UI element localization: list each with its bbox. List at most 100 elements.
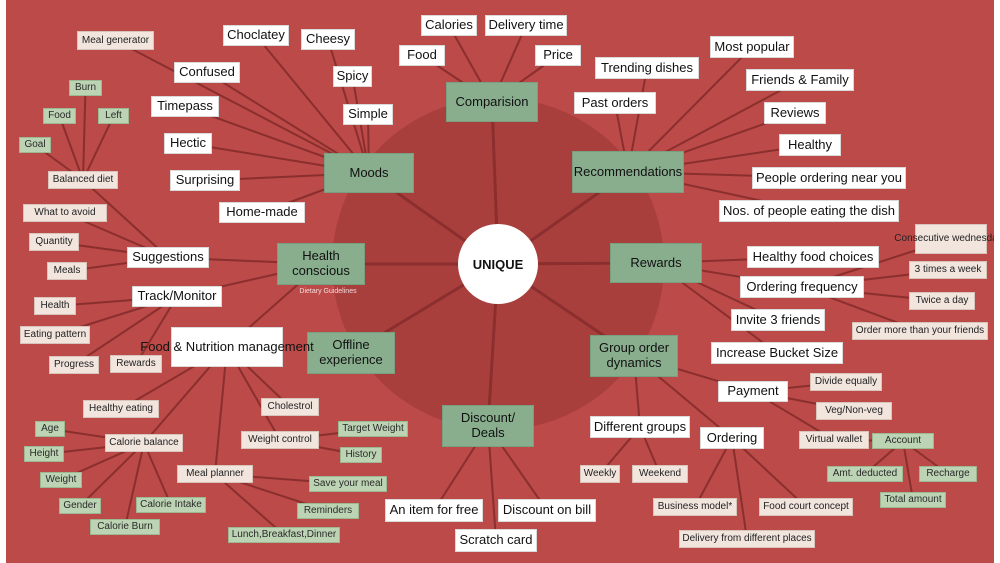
node-virtual-wallet: Virtual wallet xyxy=(799,431,869,449)
node-cholestrol: Cholestrol xyxy=(261,398,319,416)
node-nos-people: Nos. of people eating the dish xyxy=(719,200,899,222)
node-friends-family: Friends & Family xyxy=(746,69,854,91)
node-simple: Simple xyxy=(343,104,393,125)
node-veg-nonveg: Veg/Non-veg xyxy=(816,402,892,420)
node-choclatey: Choclatey xyxy=(223,25,289,46)
node-delivery-places: Delivery from different places xyxy=(679,530,815,548)
node-healthy-eating: Healthy eating xyxy=(83,400,159,418)
connector-ordering-business_model xyxy=(694,437,733,508)
connector-ordering-food_court xyxy=(731,437,807,508)
connector-track_monitor-rewards_t xyxy=(135,295,178,365)
node-height: Height xyxy=(24,446,64,462)
main-node-recommendations: Recommendations xyxy=(572,151,684,193)
node-timepass: Timepass xyxy=(151,96,219,117)
node-reminders: Reminders xyxy=(297,503,359,519)
node-discount-bill: Discount on bill xyxy=(498,499,596,522)
node-item-free: An item for free xyxy=(385,499,483,522)
node-what-to-avoid: What to avoid xyxy=(23,204,107,222)
connector-track_monitor-progress xyxy=(73,295,178,366)
main-node-comparision: Comparision xyxy=(446,82,538,122)
node-ordering-freq: Ordering frequency xyxy=(740,276,864,298)
connector-moods-meal_generator xyxy=(115,39,370,174)
node-suggestions: Suggestions xyxy=(127,247,209,268)
node-price: Price xyxy=(535,45,581,66)
node-invite-friends: Invite 3 friends xyxy=(731,309,825,331)
connector-balanced_diet-food_g xyxy=(58,115,84,181)
main-node-moods: Moods xyxy=(324,153,414,193)
node-goal: Goal xyxy=(19,137,51,153)
node-weight-control: Weight control xyxy=(241,431,319,449)
center-unique: UNIQUE xyxy=(458,224,538,304)
node-rewards-t: Rewards xyxy=(110,355,162,373)
node-calorie-burn: Calorie Burn xyxy=(90,519,160,535)
node-age: Age xyxy=(35,421,65,437)
node-home-made: Home-made xyxy=(219,202,305,223)
node-twice-day: Twice a day xyxy=(909,292,975,310)
node-health-t: Health xyxy=(34,297,76,315)
node-gender: Gender xyxy=(59,498,101,514)
node-meal-generator: Meal generator xyxy=(77,31,154,50)
connector-meal_planner-lunch xyxy=(214,473,285,536)
node-trending: Trending dishes xyxy=(595,57,699,79)
node-progress: Progress xyxy=(49,356,99,374)
node-weekend: Weekend xyxy=(632,465,688,483)
node-reviews: Reviews xyxy=(764,102,826,124)
node-meal-planner: Meal planner xyxy=(177,465,253,483)
node-cheesy: Cheesy xyxy=(301,29,355,50)
connector-moods-choclatey xyxy=(255,34,370,174)
node-calorie-balance: Calorie balance xyxy=(105,434,183,452)
node-save-meal: Save your meal xyxy=(309,476,387,492)
node-quantity: Quantity xyxy=(29,233,79,251)
main-node-rewards: Rewards xyxy=(610,243,702,283)
node-past-orders: Past orders xyxy=(574,92,656,114)
node-ordering: Ordering xyxy=(700,427,764,449)
node-most-popular: Most popular xyxy=(710,36,794,58)
node-calorie-intake: Calorie Intake xyxy=(136,497,206,513)
node-recharge: Recharge xyxy=(919,466,977,482)
node-account: Account xyxy=(872,433,934,449)
node-surprising: Surprising xyxy=(170,170,240,191)
node-target-weight: Target Weight xyxy=(338,421,408,437)
node-hectic: Hectic xyxy=(164,133,212,154)
node-business-model: Business model* xyxy=(653,498,737,516)
connector-balanced_diet-burn xyxy=(82,87,87,181)
node-amt-deducted: Amt. deducted xyxy=(827,466,903,482)
node-food-court: Food court concept xyxy=(759,498,853,516)
connector-calorie_balance-gender xyxy=(79,442,145,507)
main-node-health: Health conscious xyxy=(277,243,365,285)
node-burn: Burn xyxy=(69,80,102,96)
node-calories: Calories xyxy=(421,15,477,36)
node-scratch-card: Scratch card xyxy=(455,529,537,552)
node-food-cmp: Food xyxy=(399,45,445,66)
node-confused: Confused xyxy=(174,62,240,83)
node-three-week: 3 times a week xyxy=(909,261,987,279)
node-divide-equally: Divide equally xyxy=(810,373,882,391)
node-meals: Meals xyxy=(47,262,87,280)
connector-calorie_balance-calorie_burn xyxy=(124,442,145,528)
node-history: History xyxy=(340,447,382,463)
node-bucket-size: Increase Bucket Size xyxy=(711,342,843,364)
node-people-near: People ordering near you xyxy=(752,167,906,189)
connector-account-total_amount xyxy=(902,440,914,501)
node-food-nutrition: Food & Nutrition management xyxy=(140,327,314,367)
dietary-guidelines-note: Dietary Guidelines xyxy=(299,288,357,295)
connector-calorie_balance-calorie_intake xyxy=(143,442,172,506)
node-healthy-choices: Healthy food choices xyxy=(747,246,879,268)
node-different-groups: Different groups xyxy=(590,416,690,438)
node-total-amount: Total amount xyxy=(880,492,946,508)
node-lunch: Lunch,Breakfast,Dinner xyxy=(228,527,340,543)
node-left: Left xyxy=(98,108,129,124)
connector-balanced_diet-left xyxy=(82,115,115,181)
node-healthy: Healthy xyxy=(779,134,841,156)
node-food-g: Food xyxy=(43,108,76,124)
node-spicy: Spicy xyxy=(333,66,372,87)
node-order-more: Order more than your friends xyxy=(852,322,988,340)
node-delivery-time: Delivery time xyxy=(485,15,567,36)
node-balanced-diet: Balanced diet xyxy=(48,171,118,189)
node-eating-pattern: Eating pattern xyxy=(20,326,90,344)
main-node-group: Group order dynamics xyxy=(590,335,678,377)
main-node-offline: Offline experience xyxy=(307,332,395,374)
node-track-monitor: Track/Monitor xyxy=(132,286,222,307)
